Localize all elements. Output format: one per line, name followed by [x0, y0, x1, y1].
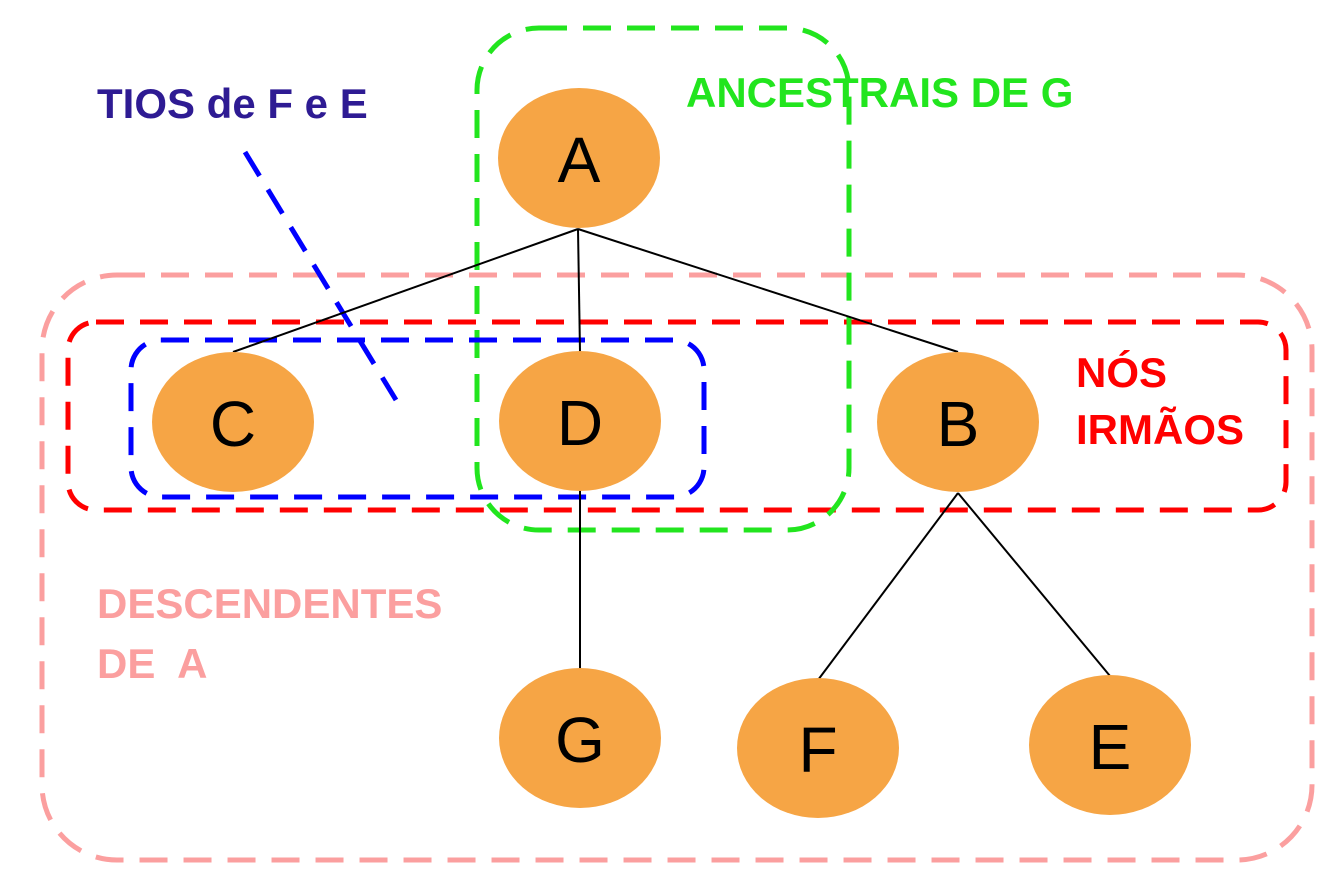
- descendants-label-line1: DESCENDENTES: [97, 580, 442, 627]
- edge-a-d: [577, 228, 581, 353]
- ancestors-label: ANCESTRAIS DE G: [686, 69, 1073, 116]
- node-d: D: [499, 351, 661, 491]
- edge-a-c: [232, 228, 579, 353]
- node-f-label: F: [798, 714, 837, 786]
- node-c: C: [152, 352, 314, 492]
- edge-b-e: [957, 492, 1111, 677]
- siblings-label-line2: IRMÃOS: [1076, 406, 1244, 453]
- node-e: E: [1029, 675, 1191, 815]
- node-g: G: [499, 668, 661, 808]
- node-a: A: [498, 88, 660, 228]
- node-g-label: G: [555, 704, 605, 776]
- node-a-label: A: [558, 124, 601, 196]
- node-g-circle: [499, 668, 661, 808]
- node-e-label: E: [1089, 711, 1132, 783]
- uncles-label: TIOS de F e E: [97, 80, 368, 127]
- uncles-pointer-line: [242, 150, 399, 402]
- node-f: F: [737, 678, 899, 818]
- ancestors-of-g-box: [474, 25, 852, 533]
- node-d-label: D: [557, 387, 603, 459]
- edge-b-f: [817, 492, 959, 681]
- sibling-nodes-box: [65, 319, 1289, 513]
- node-b-circle: [877, 352, 1039, 492]
- edge-a-b: [577, 228, 959, 353]
- node-f-circle: [737, 678, 899, 818]
- node-c-label: C: [210, 388, 256, 460]
- node-b: B: [877, 352, 1039, 492]
- siblings-label-line1: NÓS: [1076, 348, 1167, 396]
- node-c-circle: [152, 352, 314, 492]
- descendants-label-line2: DE A: [97, 640, 207, 687]
- descendants-of-a-box: [39, 272, 1315, 863]
- node-a-circle: [498, 88, 660, 228]
- node-b-label: B: [937, 388, 980, 460]
- node-e-circle: [1029, 675, 1191, 815]
- tree-edges: [232, 228, 1111, 681]
- node-d-circle: [499, 351, 661, 491]
